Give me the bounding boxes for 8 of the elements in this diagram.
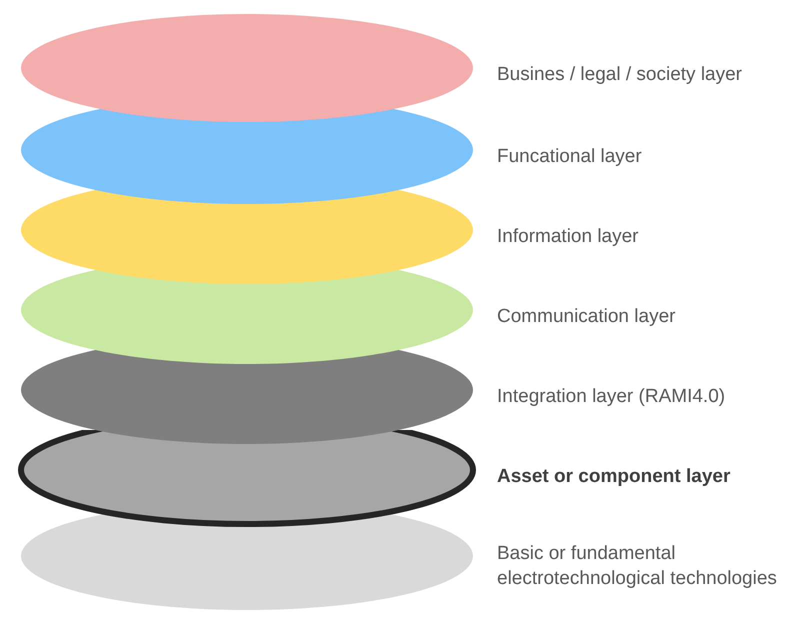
layer-label: Busines / legal / society layer — [497, 63, 744, 87]
layer-label: Information layer — [497, 225, 640, 249]
layer-label: Communication layer — [497, 305, 676, 329]
layer-label: Asset or component layer — [497, 465, 732, 489]
layer-label: Funcational layer — [497, 145, 643, 169]
layer-label: Basic or fundamental electrotechnological technologies — [497, 542, 778, 591]
layer-ellipse — [21, 14, 473, 122]
layer-label: Integration layer (RAMI4.0) — [497, 385, 726, 409]
